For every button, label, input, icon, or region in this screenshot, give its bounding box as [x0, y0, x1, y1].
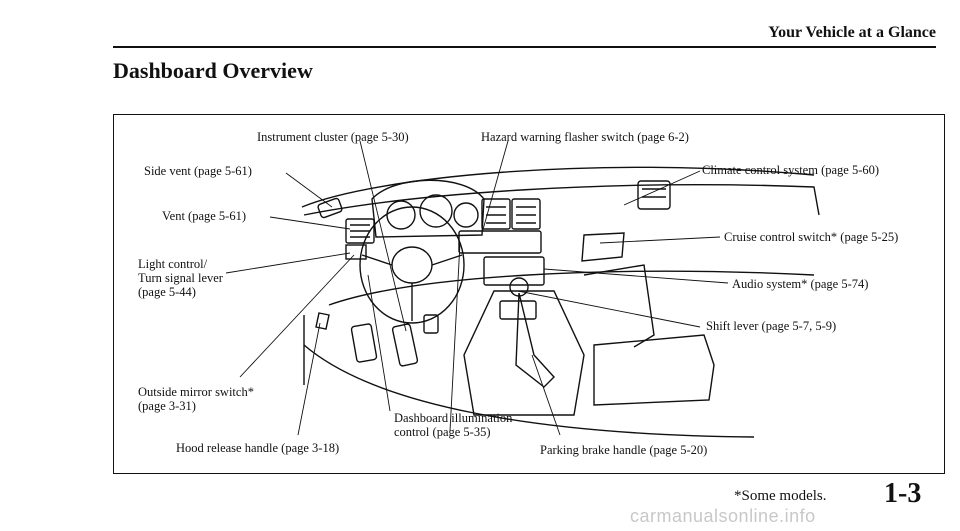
center-vent-right: [511, 198, 541, 230]
label-light-control-line3: (page 5-44): [138, 285, 196, 299]
right-vent-shape: [637, 180, 671, 210]
shift-lever-shape: [515, 292, 555, 388]
header-rule: [113, 46, 936, 48]
dash-top-outline: [301, 166, 815, 208]
center-vent-left: [481, 198, 511, 230]
steering-wheel: [359, 206, 465, 324]
light-stalk: [345, 244, 367, 260]
label-hood-release: Hood release handle (page 3-18): [176, 441, 340, 455]
label-light-control-line2: Turn signal lever: [138, 271, 223, 285]
label-parking-brake: Parking brake handle (page 5-20): [540, 443, 708, 457]
label-side-vent: Side vent (page 5-61): [144, 164, 252, 178]
armrest-shape: [593, 334, 715, 406]
label-shift-lever: Shift lever (page 5-7, 5-9): [706, 319, 837, 333]
pedal-block: [423, 314, 439, 334]
label-dashboard-illumination-line1: Dashboard illumination: [394, 411, 513, 425]
label-outside-mirror-line1: Outside mirror switch*: [138, 385, 254, 399]
dashboard-illustration: [225, 140, 820, 438]
label-vent: Vent (page 5-61): [162, 209, 246, 223]
label-light-control: Light control/ Turn signal lever (page 5…: [138, 257, 223, 299]
label-light-control-line1: Light control/: [138, 257, 208, 271]
accelerator-pedal: [391, 323, 419, 367]
left-vent-shape: [345, 218, 375, 244]
label-outside-mirror-line2: (page 3-31): [138, 399, 196, 413]
label-dashboard-illumination: Dashboard illumination control (page 5-3…: [394, 411, 512, 439]
section-title: Dashboard Overview: [113, 58, 313, 83]
side-vent-shape: [317, 197, 343, 219]
cruise-switch-shape: [581, 232, 625, 262]
center-console: [463, 290, 585, 416]
footnote: *Some models.: [734, 488, 827, 504]
label-instrument-cluster: Instrument cluster (page 5-30): [257, 130, 409, 144]
hood-release-shape: [315, 312, 330, 330]
page-number: 1-3: [884, 478, 922, 509]
dashboard-figure: Instrument cluster (page 5-30) Hazard wa…: [113, 114, 945, 474]
audio-unit: [483, 256, 545, 286]
steering-hub: [391, 246, 433, 284]
door-panel: [583, 264, 655, 348]
label-hazard-switch: Hazard warning flasher switch (page 6-2): [481, 130, 689, 144]
climate-panel: [458, 230, 542, 254]
gauge-left: [386, 200, 416, 230]
label-cruise-control: Cruise control switch* (page 5-25): [724, 230, 899, 244]
label-audio-system: Audio system* (page 5-74): [732, 277, 869, 291]
floor-line: [303, 344, 755, 438]
watermark: carmanualsonline.info: [630, 506, 816, 526]
gauge-right: [453, 202, 479, 228]
running-header: Your Vehicle at a Glance: [768, 24, 936, 41]
dash-lower-edge: [328, 270, 815, 306]
gauge-center: [419, 194, 453, 228]
shift-knob: [509, 277, 529, 297]
brake-pedal: [350, 323, 378, 363]
label-climate-control: Climate control system (page 5-60): [702, 163, 880, 177]
label-dashboard-illumination-line2: control (page 5-35): [394, 425, 491, 439]
label-outside-mirror: Outside mirror switch* (page 3-31): [138, 385, 254, 413]
dash-upper-edge: [303, 184, 820, 216]
cluster-hood: [371, 179, 485, 238]
